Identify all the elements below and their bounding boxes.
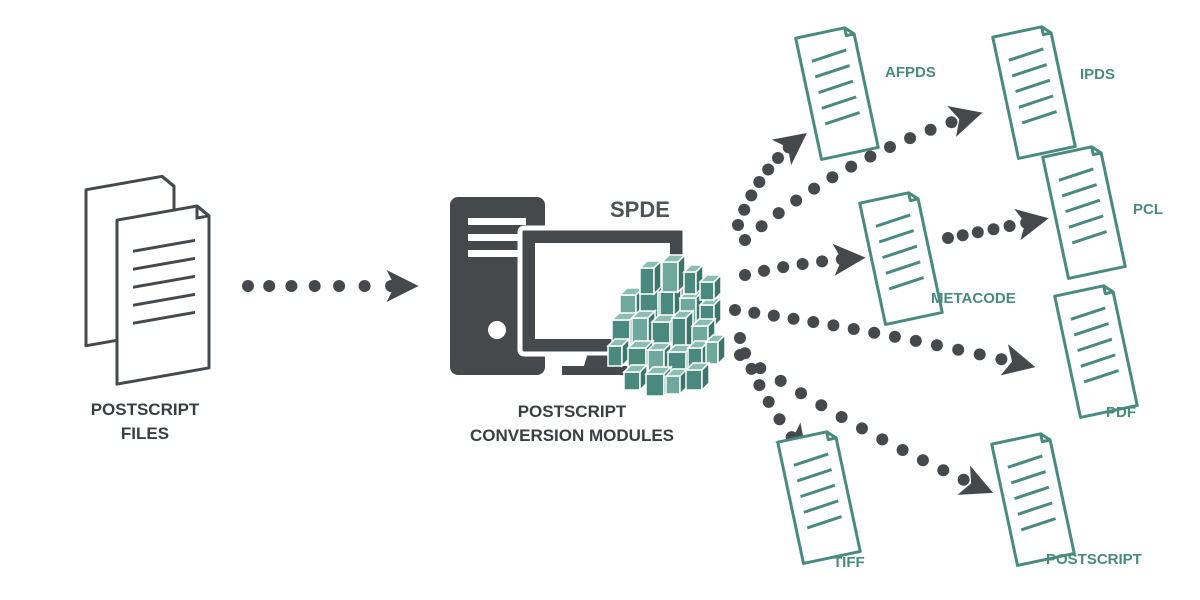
arrow-afpds bbox=[732, 132, 807, 231]
afpds-label: AFPDS bbox=[885, 64, 936, 81]
metacode-label: METACODE bbox=[931, 290, 1016, 307]
conversion-modules-label-line2: CONVERSION MODULES bbox=[469, 426, 675, 445]
postscript-files-icon bbox=[84, 174, 211, 386]
arrow-pcl bbox=[942, 208, 1049, 244]
spde-cube-cluster-icon bbox=[606, 253, 727, 398]
pcl-label: PCL bbox=[1133, 201, 1163, 218]
pdf-label: PDF bbox=[1106, 404, 1136, 421]
arrow-pdf bbox=[729, 304, 1036, 376]
pcl-document-icon bbox=[1041, 143, 1127, 280]
tiff-label: TIFF bbox=[833, 554, 865, 571]
postscript-output-label: POSTSCRIPT bbox=[1046, 551, 1142, 568]
arrow-input bbox=[242, 270, 419, 302]
conversion-modules-label-line1: POSTSCRIPT bbox=[517, 402, 627, 421]
spde-brand-label: SPDE bbox=[610, 197, 670, 222]
pdf-document-icon bbox=[1053, 282, 1139, 419]
postscript-files-label-line2: FILES bbox=[120, 424, 170, 443]
postscript-output-document-icon bbox=[990, 430, 1076, 567]
metacode-document-icon bbox=[858, 189, 944, 326]
server-computer-icon bbox=[450, 197, 688, 376]
arrow-metacode bbox=[739, 243, 866, 281]
afpds-document-icon bbox=[794, 24, 880, 161]
arrow-postscript bbox=[734, 349, 994, 495]
postscript-files-label-line1: POSTSCRIPT bbox=[90, 400, 200, 419]
conversion-arrows bbox=[242, 106, 1049, 495]
arrow-ipds bbox=[739, 106, 983, 246]
ipds-label: IPDS bbox=[1080, 66, 1116, 83]
postscript-files-label: POSTSCRIPT FILES bbox=[60, 398, 230, 446]
ipds-document-icon bbox=[991, 23, 1077, 160]
tiff-document-icon bbox=[776, 428, 862, 565]
conversion-modules-label: POSTSCRIPT CONVERSION MODULES bbox=[432, 400, 712, 448]
